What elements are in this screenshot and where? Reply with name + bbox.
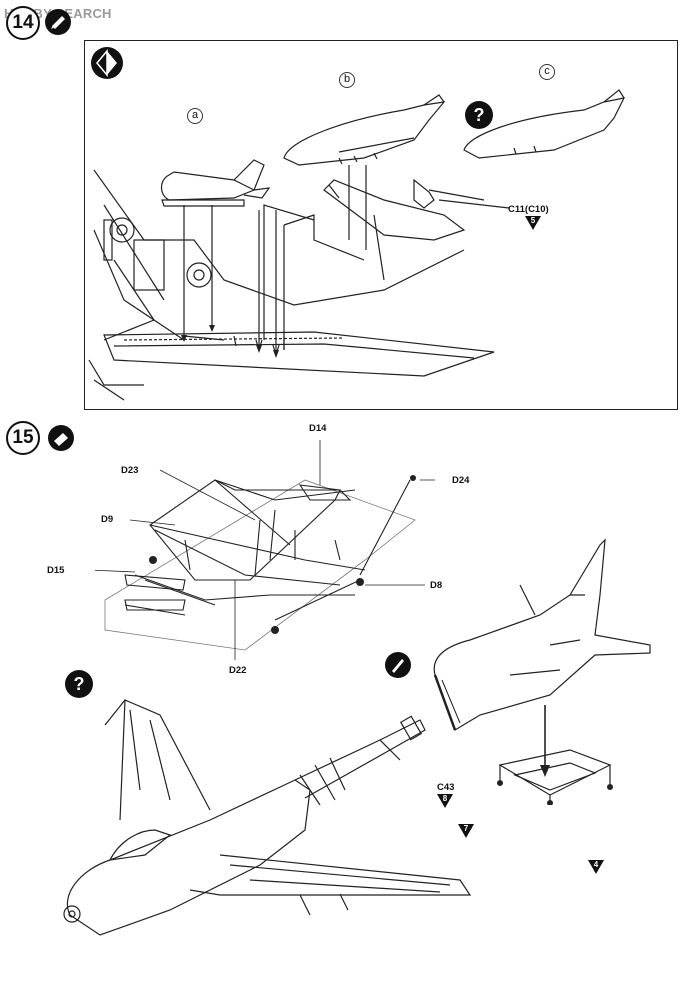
part-count-left-triangle (458, 824, 474, 838)
part-label-d24: D24 (452, 475, 470, 486)
part-count-left: 7 (463, 824, 469, 833)
svg-text:?: ? (74, 674, 85, 694)
part-count-right: 4 (593, 860, 599, 869)
part-count-right-triangle (588, 860, 604, 874)
part-count-c43: 8 (442, 794, 448, 803)
callout-a: a (187, 108, 203, 124)
part-label-c11: C11(C10) (508, 204, 549, 215)
direction-icon (91, 47, 123, 79)
step-14-drawing (88, 89, 626, 401)
step-14-panel (84, 40, 678, 410)
paint-icon (385, 652, 411, 678)
callout-c: c (539, 64, 555, 80)
aircraft-drawing (63, 699, 472, 936)
cement-icon (48, 425, 74, 451)
part-label-d9: D9 (101, 514, 114, 525)
step-14-number: 14 (6, 6, 40, 40)
part-count-triangle (525, 216, 541, 230)
part-label-d8: D8 (430, 580, 443, 591)
glue-icon (45, 9, 71, 35)
svg-text:?: ? (474, 105, 485, 125)
part-label-d15: D15 (47, 565, 65, 576)
step-15-number: 15 (6, 421, 40, 455)
callout-b: b (339, 72, 355, 88)
part-label-d14: D14 (309, 423, 327, 434)
question-icon-2: ? (65, 670, 93, 698)
question-icon: ? (465, 101, 493, 129)
part-count-c11: 5 (530, 216, 536, 225)
part-label-d23: D23 (121, 465, 139, 476)
part-label-c43: C43 (437, 782, 455, 793)
step-15-stand-exploded (95, 440, 435, 660)
aircraft-rear-drawing (433, 538, 651, 805)
part-label-d22: D22 (229, 665, 247, 676)
part-count-c43-triangle (437, 794, 453, 808)
